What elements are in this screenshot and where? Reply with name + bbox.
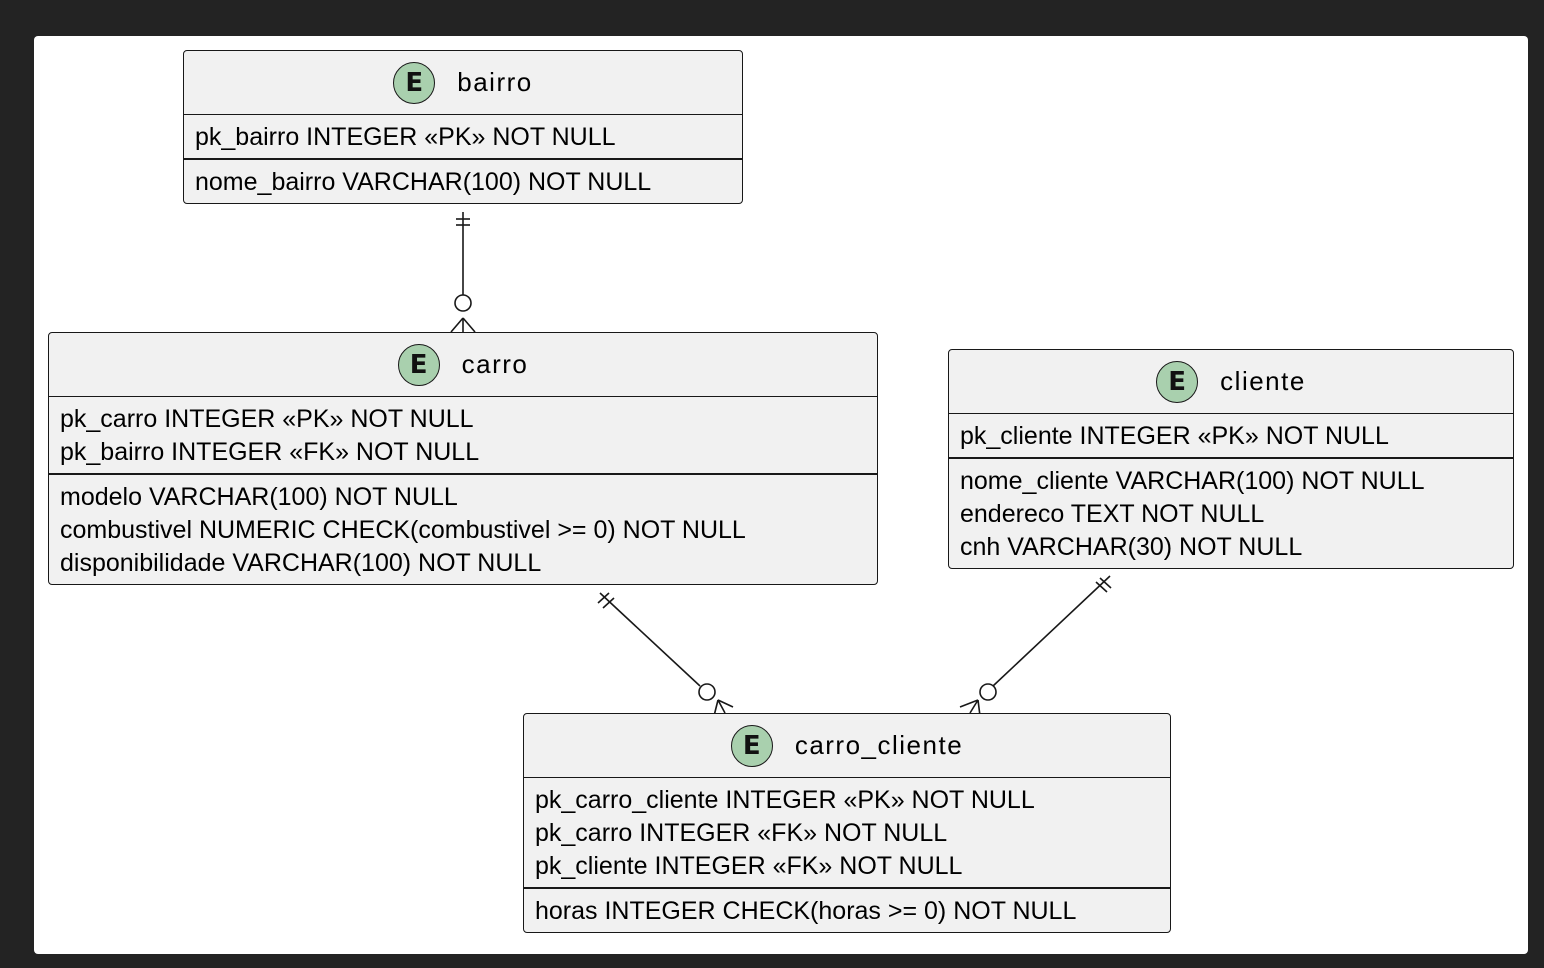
- attribute: pk_cliente INTEGER «FK» NOT NULL: [535, 852, 963, 880]
- attribute: pk_carro_cliente INTEGER «PK» NOT NULL: [535, 786, 1035, 814]
- attribute: pk_carro INTEGER «PK» NOT NULL: [60, 405, 474, 433]
- attribute: nome_bairro VARCHAR(100) NOT NULL: [195, 168, 652, 196]
- entity-header: E carro_cliente: [524, 714, 1170, 778]
- entity-header: E bairro: [184, 51, 742, 115]
- attribute: modelo VARCHAR(100) NOT NULL: [60, 483, 458, 511]
- attribute: pk_bairro INTEGER «FK» NOT NULL: [60, 438, 480, 466]
- attribute: cnh VARCHAR(30) NOT NULL: [960, 533, 1303, 561]
- entity-badge-icon: E: [1156, 360, 1199, 403]
- attribute: pk_cliente INTEGER «PK» NOT NULL: [960, 422, 1389, 450]
- primary-key-section: pk_cliente INTEGER «PK» NOT NULL: [949, 414, 1513, 459]
- entity-header: E cliente: [949, 350, 1513, 414]
- attribute: combustivel NUMERIC CHECK(combustivel >=…: [60, 516, 746, 544]
- entity-badge-icon: E: [730, 724, 773, 767]
- attribute-section: horas INTEGER CHECK(horas >= 0) NOT NULL: [524, 889, 1170, 932]
- entity-name: carro_cliente: [794, 730, 964, 760]
- attribute: nome_cliente VARCHAR(100) NOT NULL: [960, 467, 1425, 495]
- entity-header: E carro: [49, 333, 877, 397]
- entity-cliente: E cliente pk_cliente INTEGER «PK» NOT NU…: [948, 349, 1514, 569]
- entity-name: carro: [461, 349, 529, 379]
- attribute: horas INTEGER CHECK(horas >= 0) NOT NULL: [535, 897, 1077, 925]
- attribute-section: modelo VARCHAR(100) NOT NULL combustivel…: [49, 475, 877, 584]
- attribute: pk_carro INTEGER «FK» NOT NULL: [535, 819, 948, 847]
- entity-badge-icon: E: [393, 61, 436, 104]
- attribute: disponibilidade VARCHAR(100) NOT NULL: [60, 549, 542, 577]
- attribute-section: nome_cliente VARCHAR(100) NOT NULL ender…: [949, 459, 1513, 568]
- primary-key-section: pk_carro_cliente INTEGER «PK» NOT NULL p…: [524, 778, 1170, 889]
- entity-carro: E carro pk_carro INTEGER «PK» NOT NULL p…: [48, 332, 878, 585]
- entity-bairro: E bairro pk_bairro INTEGER «PK» NOT NULL…: [183, 50, 743, 204]
- attribute: pk_bairro INTEGER «PK» NOT NULL: [195, 123, 616, 151]
- attribute-section: nome_bairro VARCHAR(100) NOT NULL: [184, 160, 742, 203]
- entity-carro-cliente: E carro_cliente pk_carro_cliente INTEGER…: [523, 713, 1171, 933]
- primary-key-section: pk_carro INTEGER «PK» NOT NULL pk_bairro…: [49, 397, 877, 475]
- entity-name: cliente: [1220, 366, 1306, 396]
- attribute: endereco TEXT NOT NULL: [960, 500, 1265, 528]
- entity-badge-icon: E: [397, 343, 440, 386]
- entity-name: bairro: [457, 67, 533, 97]
- primary-key-section: pk_bairro INTEGER «PK» NOT NULL: [184, 115, 742, 160]
